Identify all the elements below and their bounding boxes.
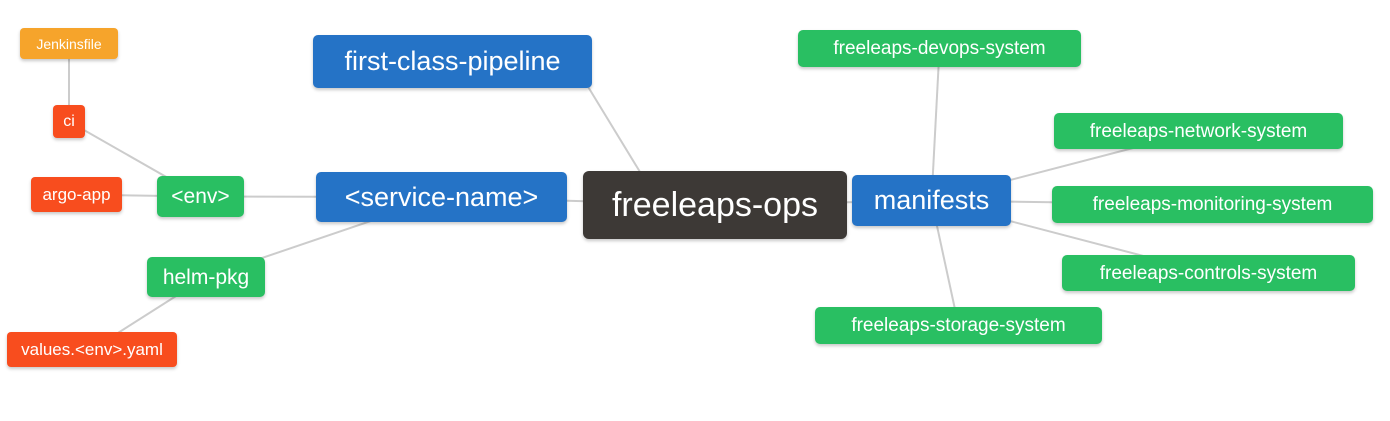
mindmap-node-helm-pkg[interactable]: helm-pkg (147, 257, 265, 297)
mindmap-node-manifests[interactable]: manifests (852, 175, 1011, 226)
mindmap-node-freeleaps-storage-system[interactable]: freeleaps-storage-system (815, 307, 1102, 344)
mindmap-node-jenkinsfile[interactable]: Jenkinsfile (20, 28, 118, 59)
connector-line (586, 85, 642, 175)
mindmap-node-service-name[interactable]: <service-name> (316, 172, 567, 222)
mindmap-node-values-env-yaml[interactable]: values.<env>.yaml (7, 332, 177, 367)
mindmap-node-freeleaps-network-system[interactable]: freeleaps-network-system (1054, 113, 1343, 149)
mindmap-node-freeleaps-devops-system[interactable]: freeleaps-devops-system (798, 30, 1081, 67)
mindmap-node-env[interactable]: <env> (157, 176, 244, 217)
mindmap-node-first-class-pipeline[interactable]: first-class-pipeline (313, 35, 592, 88)
mindmap-root-node-freeleaps-ops[interactable]: freeleaps-ops (583, 171, 847, 239)
mindmap-node-ci[interactable]: ci (53, 105, 85, 138)
mindmap-node-freeleaps-controls-system[interactable]: freeleaps-controls-system (1062, 255, 1355, 291)
mindmap-node-argo-app[interactable]: argo-app (31, 177, 122, 212)
mindmap-node-freeleaps-monitoring-system[interactable]: freeleaps-monitoring-system (1052, 186, 1373, 223)
